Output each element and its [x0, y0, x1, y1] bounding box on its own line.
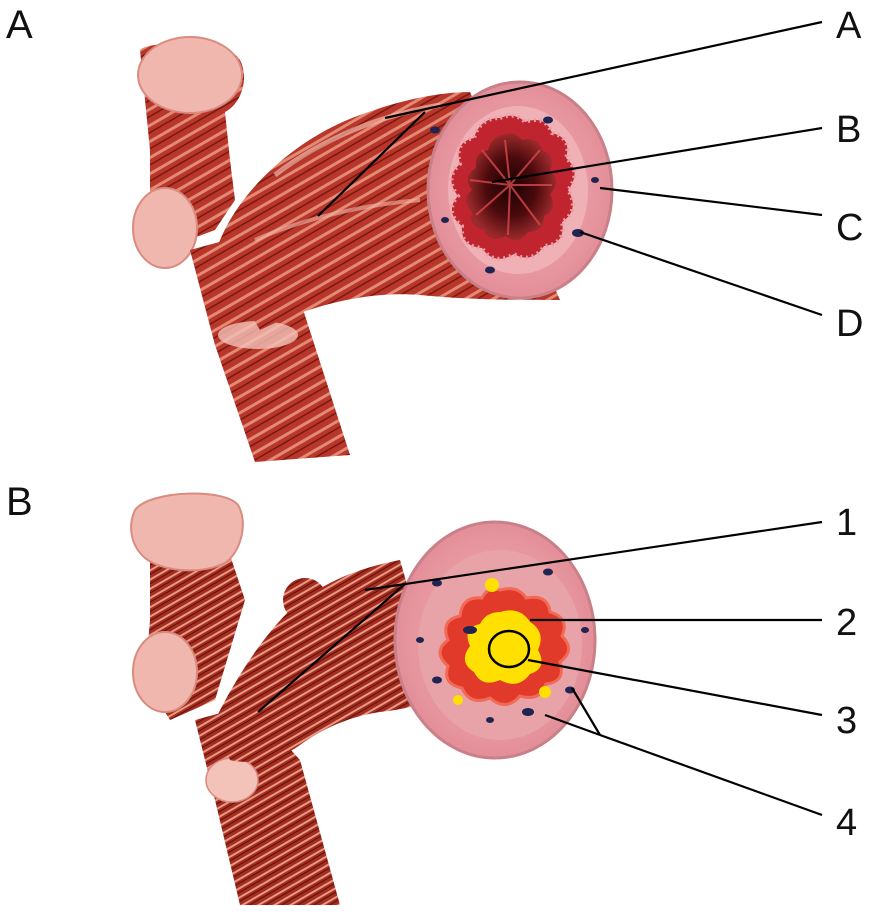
panel-b-upper-cartilage-cap — [131, 494, 243, 571]
leader-a-muscle — [385, 22, 822, 118]
label-1: 1 — [836, 502, 857, 544]
leader-d-gland — [580, 232, 822, 315]
panel-a-cross-section — [428, 82, 612, 298]
panel-b-tube-bulge — [283, 578, 327, 622]
panel-a-letter: A — [6, 3, 33, 47]
panel-a: A — [6, 3, 612, 462]
panel-b-tube-bulge — [325, 670, 365, 710]
label-c: C — [836, 207, 863, 249]
leader-4-main — [600, 735, 822, 815]
label-3: 3 — [836, 700, 857, 742]
panel-a-upper-cartilage-cap — [138, 37, 242, 113]
panel-b-side-bulge — [133, 632, 197, 712]
panel-b-lower-cartilage — [206, 758, 258, 802]
panel-a-side-bulge — [133, 188, 197, 268]
label-d: D — [836, 303, 863, 345]
label-2: 2 — [836, 602, 857, 644]
label-4: 4 — [836, 802, 857, 844]
label-a: A — [836, 5, 862, 47]
panel-b-yellow-spot — [485, 578, 499, 592]
panel-b: B — [6, 480, 595, 905]
panel-b-letter: B — [6, 480, 33, 524]
label-b: B — [836, 109, 861, 151]
panel-b-yellow-spot — [539, 686, 551, 698]
leader-c-outer-wall — [600, 188, 822, 215]
panel-b-lumen — [489, 631, 529, 667]
panel-b-yellow-spot — [453, 695, 463, 705]
